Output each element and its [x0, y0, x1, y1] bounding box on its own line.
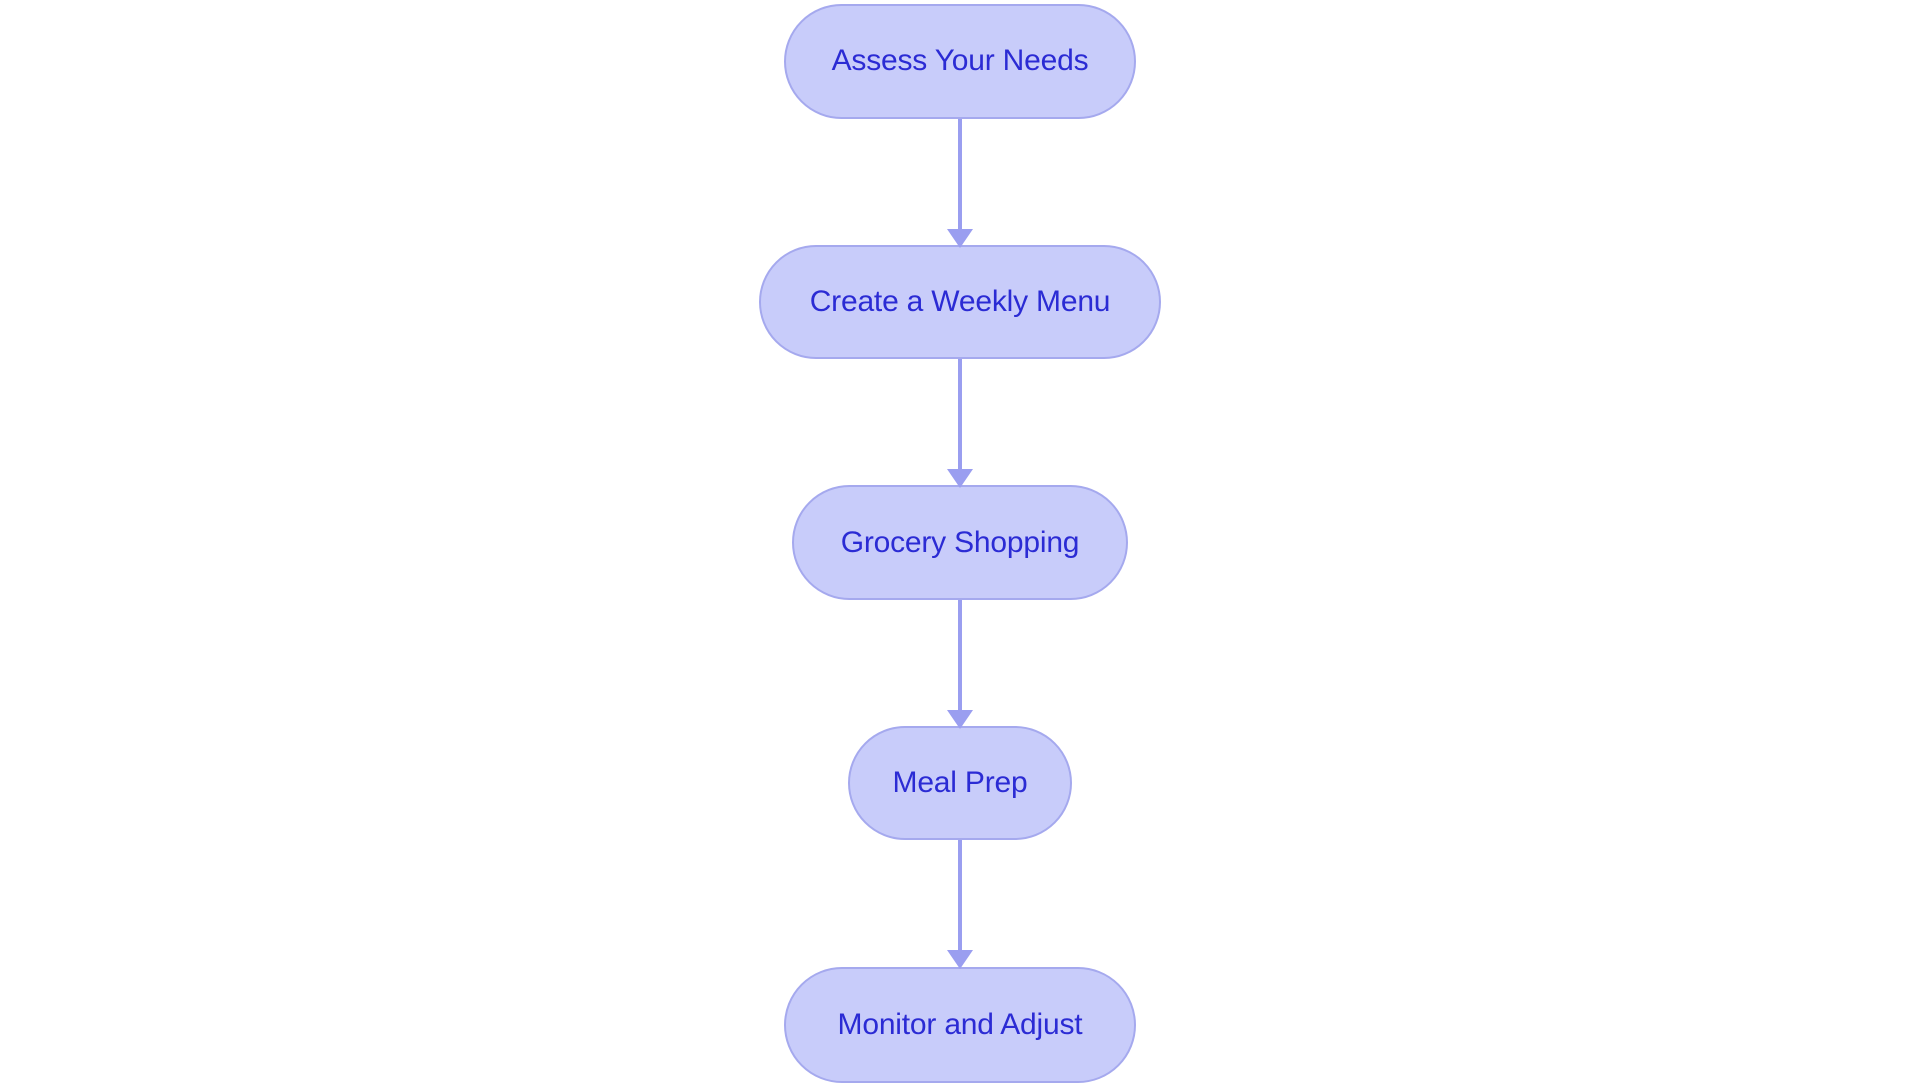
flow-node-label: Create a Weekly Menu	[809, 284, 1111, 318]
flow-node-label: Grocery Shopping	[840, 525, 1080, 559]
edge-line	[958, 599, 962, 712]
flow-edge-create-a-weekly-menu-to-grocery-shopping	[947, 359, 973, 489]
flow-node-label: Assess Your Needs	[831, 44, 1089, 78]
flow-node-label: Meal Prep	[892, 766, 1028, 800]
edge-line	[958, 118, 962, 231]
flow-node-assess-your-needs[interactable]: Assess Your Needs	[784, 4, 1136, 119]
flow-node-monitor-and-adjust[interactable]: Monitor and Adjust	[784, 966, 1136, 1083]
flow-edge-grocery-shopping-to-meal-prep	[947, 599, 973, 729]
flow-node-create-a-weekly-menu[interactable]: Create a Weekly Menu	[759, 244, 1161, 360]
flow-node-meal-prep[interactable]: Meal Prep	[848, 725, 1072, 841]
flow-edge-assess-your-needs-to-create-a-weekly-menu	[947, 118, 973, 248]
flow-edge-meal-prep-to-monitor-and-adjust	[947, 840, 973, 970]
arrow-down-icon	[947, 228, 973, 248]
edge-line	[958, 840, 962, 953]
flow-node-label: Monitor and Adjust	[837, 1007, 1083, 1041]
arrow-down-icon	[947, 709, 973, 729]
arrow-down-icon	[947, 950, 973, 970]
flow-node-grocery-shopping[interactable]: Grocery Shopping	[792, 485, 1128, 600]
edge-line	[958, 359, 962, 472]
arrow-down-icon	[947, 469, 973, 489]
